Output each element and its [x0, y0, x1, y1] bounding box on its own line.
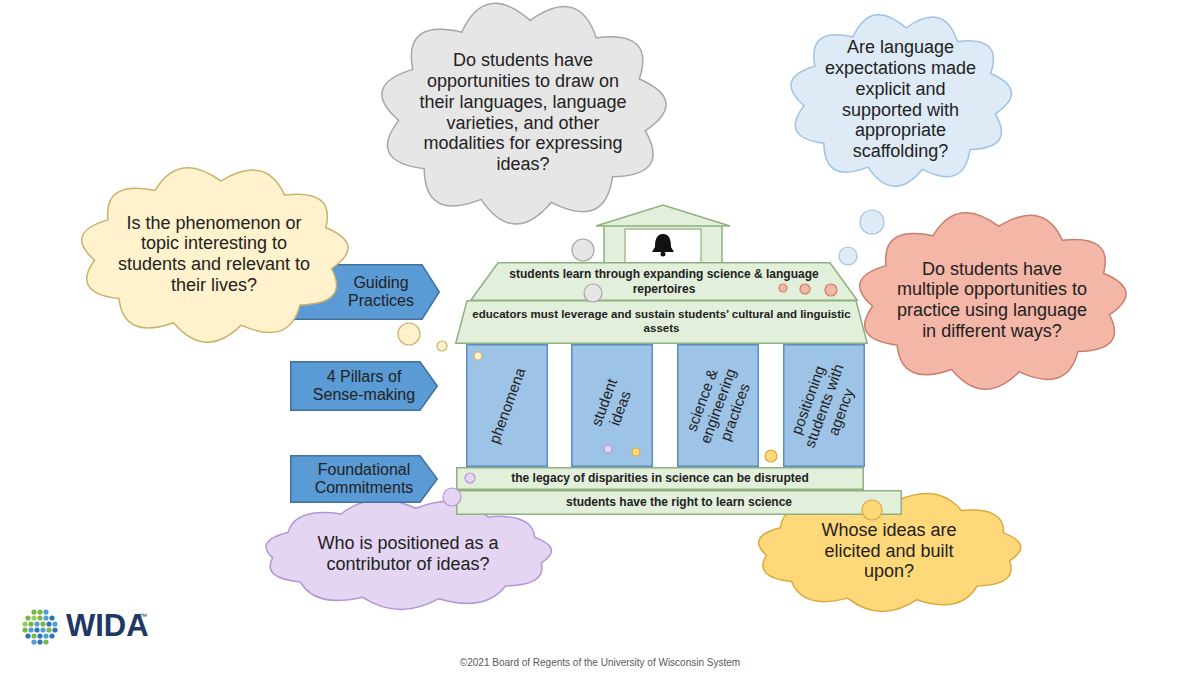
question-cloud: Are language expectations made explicit … [788, 12, 1013, 187]
bell-clapper [661, 252, 666, 257]
cloud-shape [266, 500, 551, 610]
thought-bubble [398, 323, 420, 345]
section-arrow-text: Guiding Practices [340, 274, 422, 311]
arrow-shape [291, 362, 438, 411]
principle-band: students learn through expanding science… [470, 262, 858, 301]
thought-bubble [604, 445, 612, 453]
logo-dot [25, 615, 30, 620]
thought-bubble [860, 210, 884, 234]
logo-dot [46, 627, 51, 632]
section-arrow: Foundational Commitments [290, 455, 438, 503]
arrow-shape [291, 456, 438, 503]
trap-shape [456, 301, 868, 344]
question-text: Are language expectations made explicit … [817, 37, 985, 161]
question-cloud: Is the phenomenon or topic interesting t… [78, 165, 350, 343]
cloud-shape [860, 213, 1126, 389]
pillar: phenomena [466, 344, 548, 467]
logo-dot [31, 609, 36, 614]
pediment-roof [596, 205, 730, 226]
pillar: science & engineering practices [677, 344, 759, 467]
logo-dot [25, 633, 30, 638]
question-text: Is the phenomenon or topic interesting t… [116, 213, 312, 296]
bell-opening [625, 229, 701, 263]
logo-dot [22, 621, 27, 626]
logo-dot [34, 621, 39, 626]
question-cloud: Do students have multiple opportunities … [856, 210, 1128, 390]
logo-dot [31, 639, 36, 644]
bell-symbol [652, 234, 674, 252]
trap-shape [471, 263, 858, 301]
logo-dot [37, 609, 42, 614]
principle-band: educators must leverage and sustain stud… [455, 300, 868, 344]
logo-wordmark: WIDA [66, 608, 149, 644]
logo-dot [31, 633, 36, 638]
logo-dot [52, 621, 57, 626]
logo-dot [43, 639, 48, 644]
logo-dot [22, 627, 27, 632]
logo-dot [40, 627, 45, 632]
logo-dot [43, 633, 48, 638]
section-arrow-text: Foundational Commitments [308, 461, 420, 498]
rect-shape [467, 345, 548, 467]
thought-bubble [825, 284, 837, 296]
logo-dots [22, 609, 57, 644]
thought-bubble [572, 239, 594, 261]
arrow-shape [293, 265, 440, 320]
cloud-shape [382, 3, 666, 224]
pillar: positioning students with agency [783, 344, 865, 467]
principle-band-text: the legacy of disparities in science can… [461, 471, 859, 485]
trademark-sign: ™ [139, 612, 147, 621]
rect-shape [457, 491, 902, 515]
logo-dot [43, 615, 48, 620]
thought-bubble [765, 450, 777, 462]
thought-bubble [584, 284, 602, 302]
principle-band-text: educators must leverage and sustain stud… [463, 308, 861, 336]
thought-bubble [632, 448, 640, 456]
section-arrow: 4 Pillars of Sense-making [290, 361, 438, 411]
pediment [596, 205, 730, 263]
copyright-note: ©2021 Board of Regents of the University… [0, 657, 1200, 668]
thought-bubble [862, 500, 882, 520]
cloud-shape [759, 492, 1021, 612]
logo-dot [37, 639, 42, 644]
cloud-shape [791, 15, 1011, 187]
logo-dot [28, 621, 33, 626]
question-text: Do students have multiple opportunities … [889, 259, 1095, 342]
logo-dot [49, 615, 54, 620]
question-text: Do students have opportunities to draw o… [412, 50, 634, 174]
thought-bubble [465, 473, 475, 483]
logo-dot [34, 627, 39, 632]
section-arrow-text: 4 Pillars of Sense-making [303, 368, 425, 405]
logo-dot [28, 627, 33, 632]
logo-dot [40, 621, 45, 626]
question-text: Who is positioned as a contributor of id… [317, 533, 499, 574]
rect-shape [572, 345, 653, 467]
principle-band-text: students learn through expanding science… [488, 267, 840, 296]
logo-dot [37, 633, 42, 638]
logo-dot [52, 627, 57, 632]
thought-bubble [437, 341, 447, 351]
logo-dot [31, 615, 36, 620]
thought-bubble [779, 284, 787, 292]
logo-dot [37, 615, 42, 620]
question-cloud: Do students have opportunities to draw o… [378, 0, 668, 225]
rect-shape [678, 345, 759, 467]
principle-band-text: students have the right to learn science [464, 495, 894, 509]
logo-dot [46, 621, 51, 626]
pediment-body [604, 224, 722, 263]
thought-bubble [800, 284, 810, 294]
thought-bubble [839, 247, 857, 265]
logo-dot [49, 633, 54, 638]
rect-shape [457, 468, 864, 490]
principle-band: students have the right to learn science [456, 490, 902, 515]
logo-dot [43, 609, 48, 614]
thought-bubble [474, 352, 482, 360]
thought-bubble [443, 488, 461, 506]
question-text: Whose ideas are elicited and built upon? [806, 520, 972, 582]
principle-band: the legacy of disparities in science can… [456, 467, 864, 490]
